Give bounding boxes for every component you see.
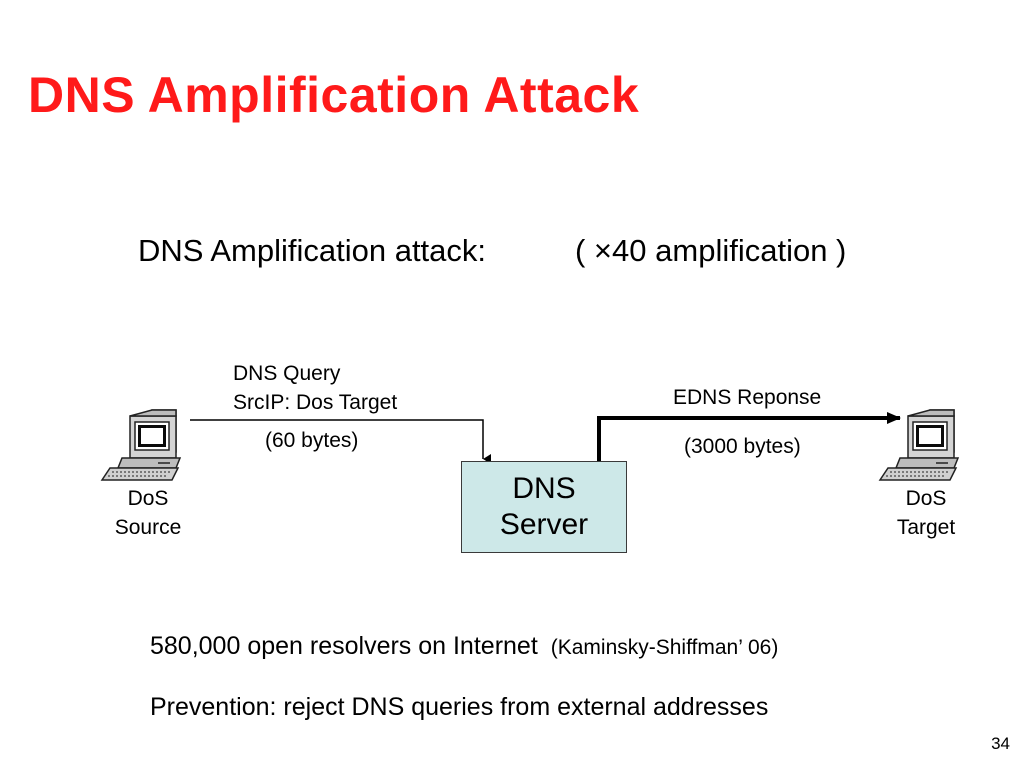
dos-target-label-line1: DoS — [905, 487, 947, 510]
dos-target-label: DoS Target — [878, 484, 974, 542]
dos-source-label-line2: Source — [114, 516, 182, 539]
response-size-label: (3000 bytes) — [684, 435, 801, 458]
dns-query-label-line1: DNS Query — [233, 362, 341, 385]
dns-server-box: DNS Server — [461, 461, 627, 553]
amplification-factor: ( ×40 amplification ) — [575, 233, 847, 268]
query-arrow — [190, 419, 491, 464]
dns-server-label-line2: Server — [499, 508, 589, 541]
slide-subtitle: DNS Amplification attack: ( ×40 amplific… — [138, 233, 846, 269]
dos-source-label-line1: DoS — [127, 487, 169, 510]
dos-target-label-line2: Target — [896, 516, 956, 539]
dos-source-computer-icon — [101, 409, 181, 481]
open-resolvers-text: 580,000 open resolvers on Internet — [150, 632, 538, 660]
open-resolvers-note: 580,000 open resolvers on Internet (Kami… — [150, 632, 778, 661]
subtitle-label: DNS Amplification attack: — [138, 233, 487, 268]
dos-source-label: DoS Source — [100, 484, 196, 542]
prevention-note: Prevention: reject DNS queries from exte… — [150, 693, 769, 721]
dns-query-label: DNS Query SrcIP: Dos Target — [233, 359, 397, 417]
dns-server-label-line1: DNS — [512, 472, 576, 505]
dns-query-label-line2: SrcIP: Dos Target — [233, 391, 398, 414]
response-arrow — [597, 412, 901, 461]
query-size-label: (60 bytes) — [265, 429, 359, 452]
slide-title: DNS Amplification Attack — [28, 67, 640, 123]
edns-response-label: EDNS Reponse — [673, 386, 822, 409]
citation-text: (Kaminsky-Shiffman’ 06) — [550, 636, 779, 659]
dos-target-computer-icon — [879, 409, 959, 481]
page-number: 34 — [991, 734, 1010, 753]
